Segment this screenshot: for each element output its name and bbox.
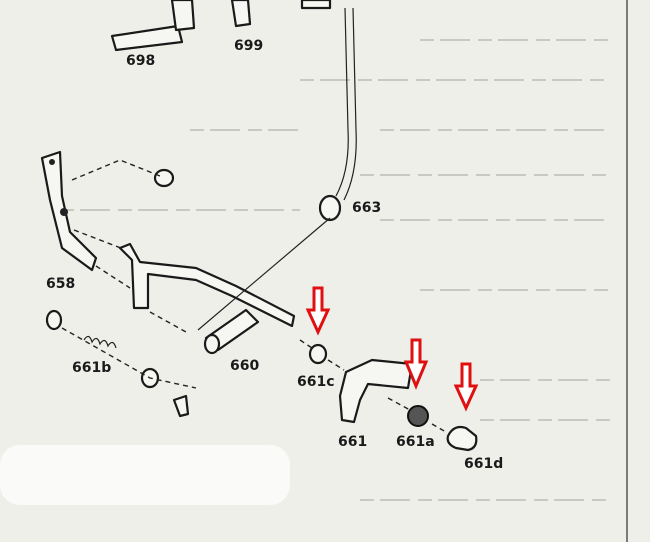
label-698: 698	[126, 53, 155, 69]
part-661-bracket	[338, 358, 414, 424]
highlight-arrow-661c	[305, 286, 331, 336]
label-658: 658	[46, 276, 75, 292]
label-663: 663	[352, 200, 381, 216]
part-661d-cap	[446, 425, 478, 452]
label-661a: 661a	[396, 434, 435, 450]
part-661c-washer	[299, 339, 345, 371]
label-661b: 661b	[72, 360, 111, 376]
part-658-bracket	[40, 150, 175, 289]
label-660: 660	[230, 358, 259, 374]
label-661: 661	[338, 434, 367, 450]
part-663-rod	[300, 0, 357, 222]
label-661d: 661d	[464, 456, 503, 472]
part-699	[230, 0, 252, 28]
label-699: 699	[234, 38, 263, 54]
part-661b-spring	[45, 309, 197, 418]
faint-background-text	[60, 39, 610, 501]
part-661a-nut	[387, 397, 447, 433]
highlight-arrow-661a	[403, 338, 429, 390]
highlight-arrow-661d	[453, 362, 479, 412]
erased-area	[0, 445, 290, 505]
part-698-bolt	[110, 0, 196, 52]
label-661c: 661c	[297, 374, 335, 390]
part-660-shaft	[118, 217, 331, 355]
